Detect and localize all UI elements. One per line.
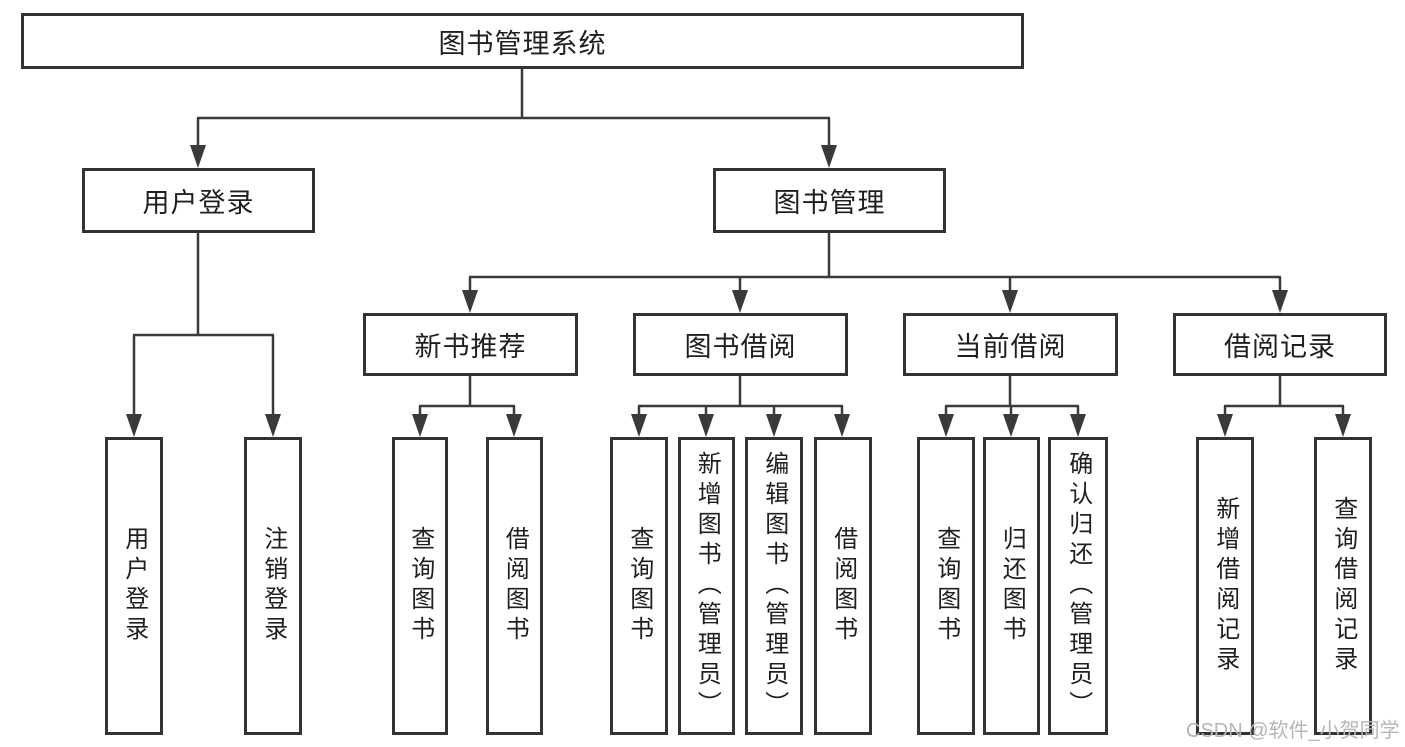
node-borrowing-borrow-books: 借阅图书 (814, 437, 872, 735)
arrow-down-icon (732, 290, 748, 313)
node-recommend-borrow-books: 借阅图书 (486, 437, 543, 735)
node-root: 图书管理系统 (21, 13, 1024, 69)
node-book-borrowing-label: 图书借阅 (684, 332, 797, 362)
node-new-book-recommend: 新书推荐 (363, 313, 578, 376)
connector-current-branch (944, 376, 1080, 420)
node-borrowing-add-books-label: 新增图书（管理员） (693, 451, 721, 721)
connector-book-mgmt-branch (468, 233, 1282, 296)
connector-records-branch (1223, 376, 1345, 420)
node-root-label: 图书管理系统 (438, 28, 607, 59)
arrow-down-icon (834, 414, 850, 437)
arrow-down-icon (265, 414, 281, 437)
arrow-down-icon (126, 414, 142, 437)
node-current-confirm-return-label: 确认归还（管理员） (1064, 451, 1092, 721)
arrowheads (126, 145, 1351, 437)
node-current-return-books-label: 归还图书 (998, 526, 1026, 646)
node-current-query-books-label: 查询图书 (932, 526, 960, 646)
node-logout-leaf: 注销登录 (244, 437, 302, 735)
node-current-borrowing: 当前借阅 (903, 313, 1118, 376)
node-current-query-books: 查询图书 (917, 437, 975, 735)
node-current-return-books: 归还图书 (983, 437, 1040, 735)
node-records-add-record-label: 新增借阅记录 (1211, 496, 1239, 676)
node-recommend-query-books-label: 查询图书 (406, 526, 434, 646)
arrow-down-icon (1002, 290, 1018, 313)
node-recommend-query-books: 查询图书 (392, 437, 448, 735)
arrow-down-icon (766, 414, 782, 437)
node-borrowing-edit-books-label: 编辑图书（管理员） (760, 451, 788, 721)
connector-user-login-branch (132, 233, 275, 420)
arrow-down-icon (1003, 414, 1019, 437)
node-book-borrowing: 图书借阅 (633, 313, 848, 376)
node-current-confirm-return: 确认归还（管理员） (1048, 437, 1108, 735)
arrow-down-icon (821, 145, 837, 168)
node-borrowing-edit-books: 编辑图书（管理员） (745, 437, 803, 735)
node-user-login-label: 用户登录 (142, 188, 255, 218)
arrow-down-icon (631, 414, 647, 437)
node-borrowing-query-books: 查询图书 (610, 437, 668, 735)
arrow-down-icon (1070, 414, 1086, 437)
connector-root-branch (196, 68, 831, 150)
node-borrowing-records: 借阅记录 (1173, 313, 1387, 376)
connector-recommend-branch (418, 376, 516, 420)
csdn-watermark: CSDN @软件_小贺同学 (1186, 720, 1400, 742)
node-logout-leaf-label: 注销登录 (259, 526, 287, 646)
node-records-add-record: 新增借阅记录 (1196, 437, 1254, 735)
arrow-down-icon (412, 414, 428, 437)
node-book-management: 图书管理 (713, 168, 946, 233)
node-recommend-borrow-books-label: 借阅图书 (501, 526, 529, 646)
arrow-down-icon (1335, 414, 1351, 437)
node-borrowing-query-books-label: 查询图书 (625, 526, 653, 646)
node-user-login-leaf: 用户登录 (105, 437, 163, 735)
arrow-down-icon (190, 145, 206, 168)
arrow-down-icon (698, 414, 714, 437)
node-records-query-record: 查询借阅记录 (1314, 437, 1372, 735)
node-user-login: 用户登录 (82, 168, 315, 233)
arrow-down-icon (1272, 290, 1288, 313)
connector-borrowing-branch (637, 376, 844, 420)
node-borrowing-add-books: 新增图书（管理员） (678, 437, 735, 735)
arrow-down-icon (938, 414, 954, 437)
node-book-management-label: 图书管理 (773, 188, 886, 218)
arrow-down-icon (506, 414, 522, 437)
node-records-query-record-label: 查询借阅记录 (1329, 496, 1357, 676)
node-borrowing-records-label: 借阅记录 (1224, 332, 1336, 362)
node-new-book-recommend-label: 新书推荐 (414, 332, 527, 362)
arrow-down-icon (462, 290, 478, 313)
node-borrowing-borrow-books-label: 借阅图书 (829, 526, 857, 646)
arrow-down-icon (1217, 414, 1233, 437)
node-current-borrowing-label: 当前借阅 (954, 332, 1067, 362)
node-user-login-leaf-label: 用户登录 (120, 526, 148, 646)
